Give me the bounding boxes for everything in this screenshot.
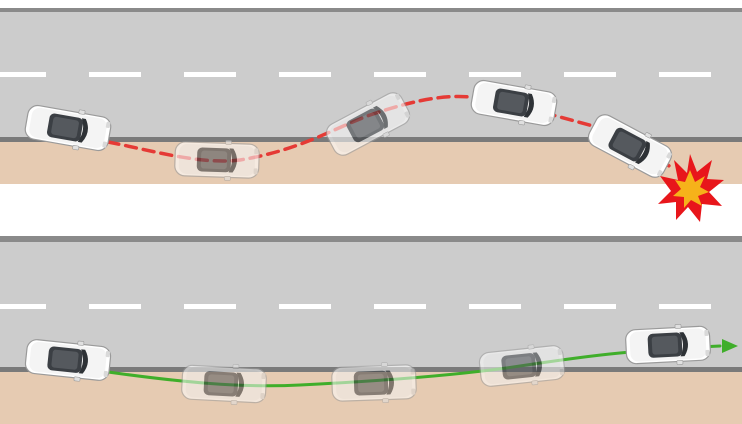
- lane-dash: [184, 304, 236, 309]
- lane-dash: [564, 72, 616, 77]
- bottom-road-edge-line: [0, 236, 742, 242]
- bottom-car-2: [180, 361, 268, 407]
- lane-dash: [469, 304, 521, 309]
- lane-dash: [89, 304, 141, 309]
- top-road-edge-line: [0, 8, 742, 12]
- lane-dash: [564, 304, 616, 309]
- top-lane-markings: [0, 72, 711, 77]
- lane-dash: [0, 72, 46, 77]
- lane-dash: [659, 72, 711, 77]
- lane-dash: [184, 72, 236, 77]
- top-car-2: [173, 137, 261, 183]
- explosion-icon: [658, 154, 724, 222]
- bottom-car-3: [330, 360, 418, 406]
- lane-dash: [89, 72, 141, 77]
- lane-dash: [659, 304, 711, 309]
- lane-dash: [0, 304, 46, 309]
- bottom-lane-markings: [0, 304, 711, 309]
- lane-dash: [374, 304, 426, 309]
- arrow-icon: [722, 339, 738, 353]
- lane-dash: [279, 304, 331, 309]
- lane-dash: [279, 72, 331, 77]
- lane-dash: [469, 72, 521, 77]
- top-panel: [0, 8, 742, 222]
- bottom-car-5: [624, 322, 712, 368]
- lane-dash: [374, 72, 426, 77]
- bottom-panel: [0, 236, 742, 424]
